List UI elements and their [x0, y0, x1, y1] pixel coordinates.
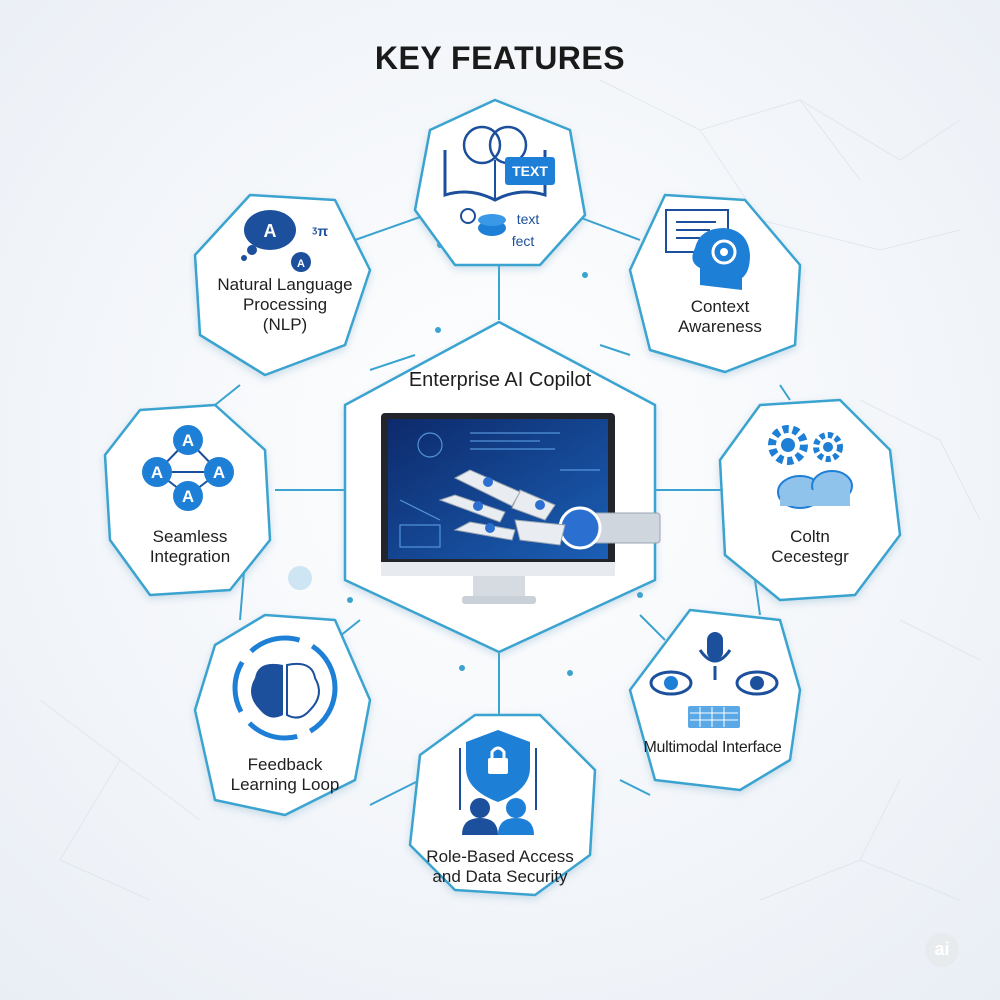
feature-node-knowledge: TEXT text fect — [413, 98, 587, 267]
robot-hand-icon — [438, 469, 661, 550]
head-gear-icon — [665, 209, 750, 290]
feature-node-multimodal — [628, 608, 802, 792]
svg-text:A: A — [213, 463, 225, 482]
svg-text:A: A — [151, 463, 163, 482]
feature-label-security: Role-Based Access and Data Security — [426, 847, 574, 886]
feature-label-context: Context Awareness — [678, 297, 762, 336]
page-title: KEY FEATURES — [374, 40, 626, 76]
feature-label-cloud: Coltn Cecestegr — [771, 527, 849, 566]
feature-node-integration: A A A A — [103, 403, 272, 597]
text-badge: TEXT — [512, 163, 548, 179]
feature-node-nlp: A A ᶾπ — [193, 193, 372, 377]
svg-text:A: A — [297, 258, 305, 270]
svg-text:A: A — [182, 431, 194, 450]
small-text-2: fect — [512, 233, 535, 249]
watermark-logo: ai — [925, 933, 959, 967]
feature-node-security — [408, 713, 597, 897]
background-network — [39, 79, 981, 901]
monitor-icon — [381, 413, 661, 604]
brain-book-text-icon: TEXT text fect — [443, 125, 555, 249]
eye-mic-keyboard-icon — [649, 632, 779, 728]
gears-cloud-icon — [768, 425, 853, 509]
speech-bubble-icon: A A ᶾπ — [241, 210, 328, 272]
center-label: Enterprise AI Copilot — [408, 369, 592, 391]
svg-text:ᶾπ: ᶾπ — [312, 223, 328, 239]
feature-label-multimodal: Multimodal Interface — [643, 739, 782, 756]
brain-cycle-icon — [232, 635, 338, 741]
feature-node-feedback — [193, 613, 372, 817]
svg-text:A: A — [182, 487, 194, 506]
feature-label-feedback: Feedback Learning Loop — [230, 755, 340, 794]
feature-label-nlp: Natural Language Processing (NLP) — [217, 275, 353, 334]
feature-node-context — [628, 193, 802, 374]
svg-text:A: A — [264, 221, 277, 241]
small-text-1: text — [517, 211, 540, 227]
shield-lock-users-icon — [459, 730, 537, 835]
feature-node-cloud — [718, 398, 902, 602]
feature-label-integration: Seamless Integration — [149, 527, 231, 566]
